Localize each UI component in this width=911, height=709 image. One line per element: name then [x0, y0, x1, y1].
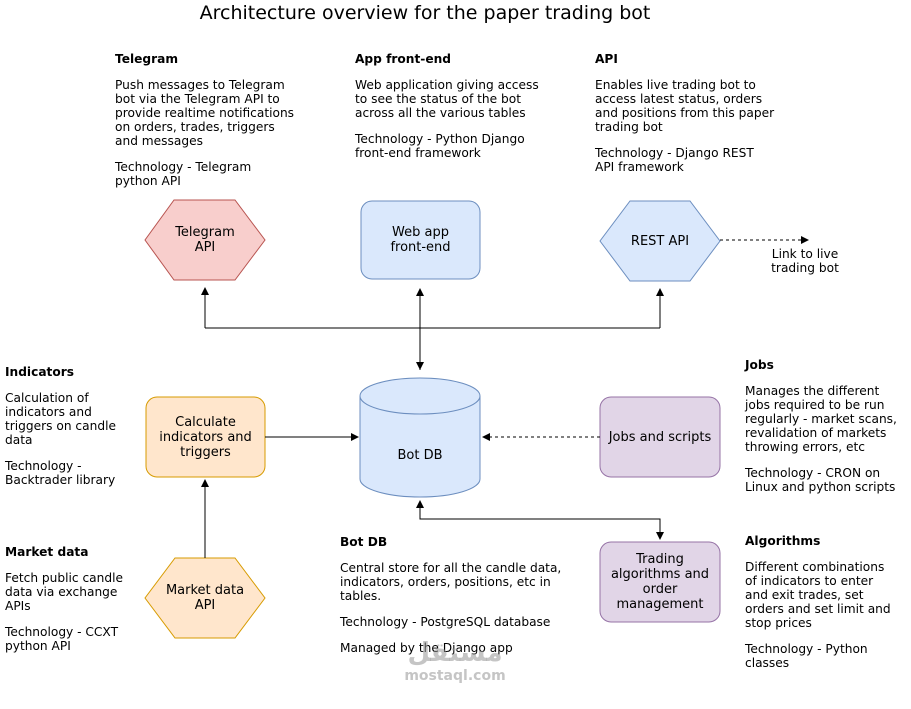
- telegram-api-label: Telegram API: [175, 225, 235, 255]
- section-jobs: Jobs Manages the different jobs required…: [745, 358, 911, 494]
- section-heading: Jobs: [745, 358, 774, 372]
- trading-algorithms-node: [599, 541, 721, 623]
- section-market-data: Market data Fetch public candle data via…: [5, 545, 140, 653]
- diagram-title: Architecture overview for the paper trad…: [199, 2, 651, 24]
- market-data-api-node: [144, 557, 266, 639]
- rest-api-label: REST API: [630, 233, 690, 249]
- bot-db-cylinder: [359, 377, 481, 498]
- watermark-arabic: مستقل: [407, 638, 503, 668]
- web-app-node: [360, 200, 481, 280]
- section-text: Managed by the Django app: [340, 641, 513, 655]
- section-text: Technology - CCXT python API: [5, 625, 119, 653]
- bot-db-cylinder-body: [359, 396, 481, 498]
- section-heading: API: [595, 52, 618, 66]
- bot-db-label: Bot DB: [397, 447, 443, 463]
- connector-db-algo: [419, 508, 664, 540]
- section-text: Central store for all the candle data, i…: [340, 561, 562, 603]
- section-text: Technology - Python classes: [745, 642, 868, 670]
- section-indicators: Indicators Calculation of indicators and…: [5, 365, 140, 487]
- section-text: Push messages to Telegram bot via the Te…: [115, 78, 295, 148]
- section-heading: Indicators: [5, 365, 75, 379]
- section-heading: Market data: [5, 545, 89, 559]
- section-text: Web application giving access to see the…: [355, 78, 539, 120]
- section-algorithms: Algorithms Different combinations of ind…: [745, 534, 911, 670]
- section-text: Manages the different jobs required to b…: [745, 384, 897, 454]
- section-frontend: App front-end Web application giving acc…: [355, 52, 555, 160]
- section-text: Technology - CRON on Linux and python sc…: [745, 466, 896, 494]
- market-data-api-label: Market data API: [165, 583, 245, 613]
- section-text: Calculation of indicators and triggers o…: [5, 391, 116, 447]
- live-bot-link-note: Link to live trading bot: [771, 247, 839, 275]
- section-text: Technology - PostgreSQL database: [340, 615, 551, 629]
- section-text: Technology - Django REST API framework: [595, 146, 754, 174]
- jobs-scripts-label: Jobs and scripts: [608, 429, 712, 445]
- section-heading: Bot DB: [340, 535, 388, 549]
- bot-db-cylinder-top: [359, 377, 481, 415]
- section-text: Fetch public candle data via exchange AP…: [5, 571, 123, 613]
- telegram-api-node: [144, 199, 266, 281]
- section-text: Technology - Backtrader library: [5, 459, 116, 487]
- section-heading: App front-end: [355, 52, 452, 66]
- watermark: مستقل mostaql.com: [390, 638, 520, 684]
- section-bot-db: Bot DB Central store for all the candle …: [340, 535, 590, 655]
- trading-algorithms-label: Trading algorithms and order management: [610, 552, 710, 612]
- rest-api-node: [599, 200, 721, 282]
- section-text: Enables live trading bot to access lates…: [595, 78, 775, 134]
- section-heading: Telegram: [115, 52, 179, 66]
- section-text: Technology - Python Django front-end fra…: [355, 132, 525, 160]
- section-api: API Enables live trading bot to access l…: [595, 52, 795, 174]
- web-app-label: Web app front-end: [390, 225, 451, 255]
- section-text: Technology - Telegram python API: [115, 160, 252, 188]
- section-heading: Algorithms: [745, 534, 821, 548]
- section-text: Different combinations of indicators to …: [745, 560, 891, 630]
- section-telegram: Telegram Push messages to Telegram bot v…: [115, 52, 315, 188]
- calculate-indicators-label: Calculate indicators and triggers: [159, 414, 252, 460]
- watermark-latin: mostaql.com: [404, 668, 506, 684]
